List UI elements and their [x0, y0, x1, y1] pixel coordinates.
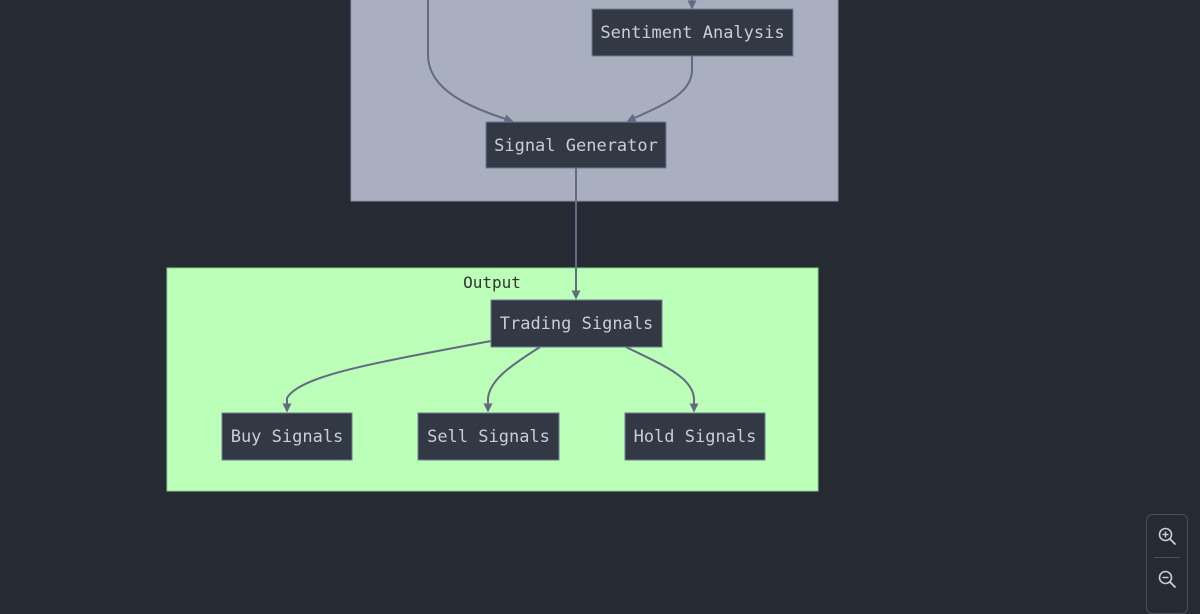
- node-trading-signals[interactable]: Trading Signals: [490, 299, 663, 348]
- cluster-output-label: Output: [463, 273, 521, 292]
- diagram-canvas: Output Sentiment Analysis Signal Generat…: [166, 0, 839, 492]
- edge-upstream-to-signal-generator: [427, 0, 514, 124]
- zoom-in-button[interactable]: [1147, 515, 1187, 557]
- node-hold-signals-label: Hold Signals: [634, 427, 757, 447]
- zoom-out-icon: [1158, 570, 1176, 588]
- node-buy-signals-label: Buy Signals: [231, 427, 344, 447]
- edge-sentiment-to-signal-generator: [626, 56, 693, 122]
- node-hold-signals[interactable]: Hold Signals: [624, 412, 766, 461]
- node-trading-signals-label: Trading Signals: [500, 314, 654, 334]
- edge-trading-to-buy: [282, 340, 492, 413]
- edge-trading-to-hold: [625, 346, 699, 413]
- zoom-controls: [1146, 514, 1188, 614]
- zoom-out-button[interactable]: [1147, 558, 1187, 600]
- edges: [282, 0, 699, 413]
- node-signal-generator-label: Signal Generator: [494, 136, 658, 156]
- node-sentiment-analysis-label: Sentiment Analysis: [600, 23, 784, 43]
- node-sentiment-analysis[interactable]: Sentiment Analysis: [591, 8, 794, 57]
- zoom-divider: [1154, 557, 1180, 558]
- zoom-in-icon: [1158, 527, 1176, 545]
- node-signal-generator[interactable]: Signal Generator: [485, 121, 667, 169]
- node-sell-signals-label: Sell Signals: [427, 427, 550, 447]
- node-sell-signals[interactable]: Sell Signals: [417, 412, 560, 461]
- edge-trading-to-sell: [483, 346, 541, 413]
- node-buy-signals[interactable]: Buy Signals: [221, 412, 353, 461]
